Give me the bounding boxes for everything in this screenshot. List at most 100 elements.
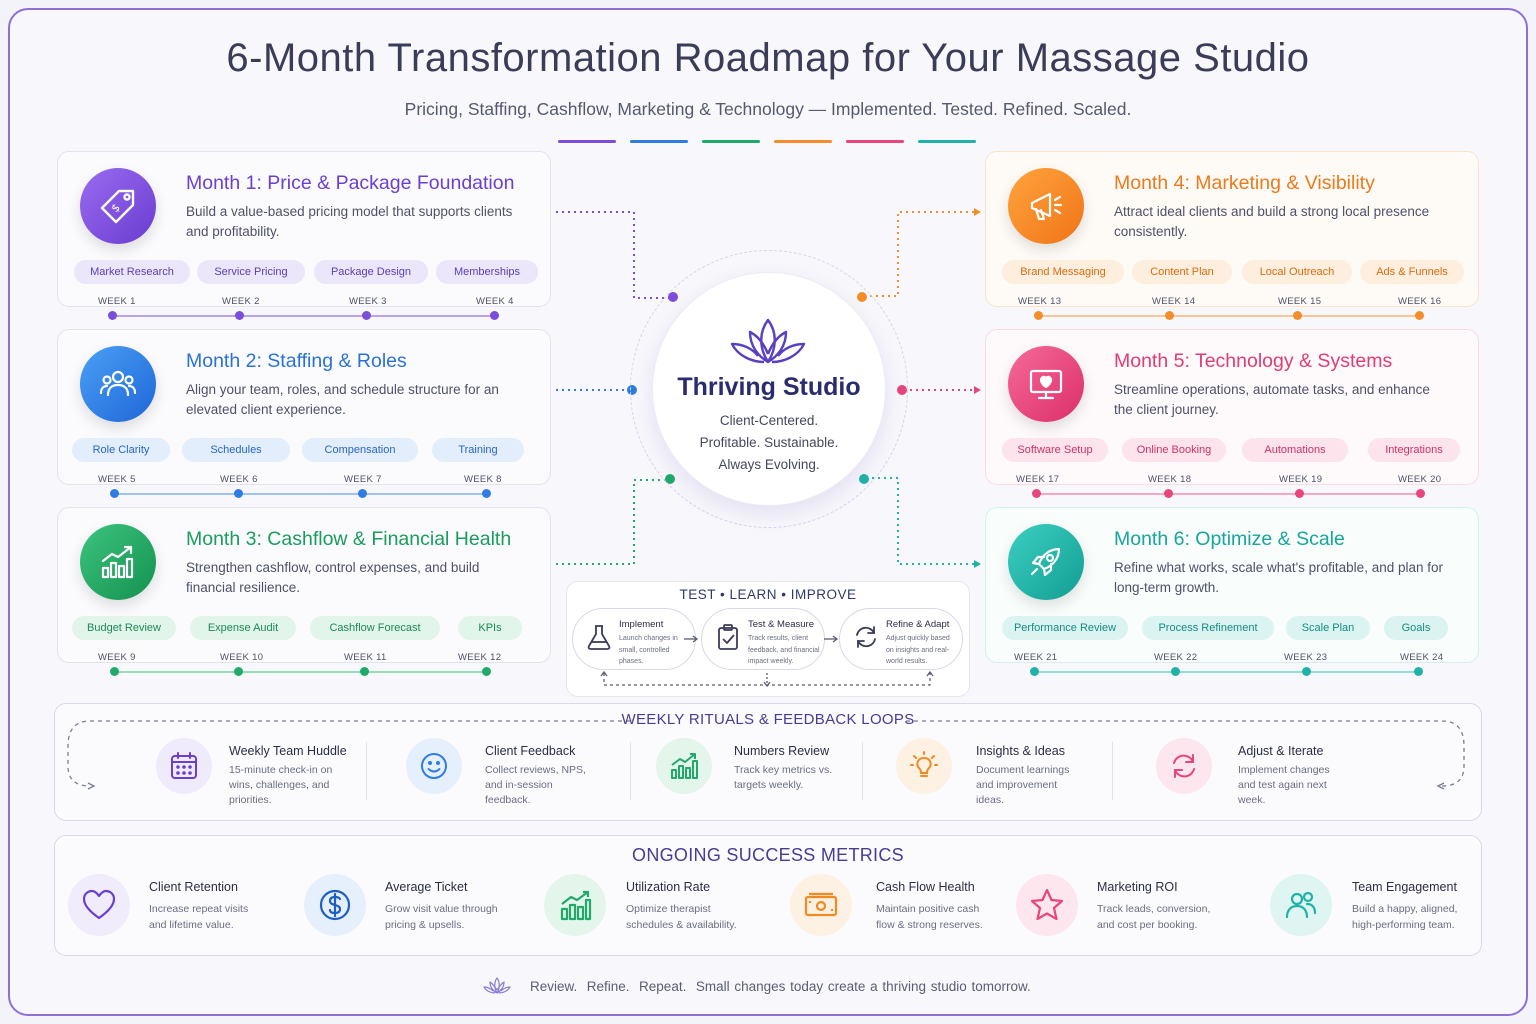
price-tag-icon: $: [80, 168, 156, 244]
timeline-dot: [110, 667, 119, 676]
week-label: WEEK 13: [1018, 296, 1062, 307]
team-icon: [80, 346, 156, 422]
tli-step-title: Implement: [619, 619, 664, 630]
tli-step: Implement Launch changes in small, contr…: [572, 608, 696, 670]
hub-circle: [652, 272, 886, 506]
hub-name: Thriving Studio: [677, 373, 861, 401]
timeline-dot: [234, 667, 243, 676]
ritual-title: Adjust & Iterate: [1238, 744, 1324, 758]
week-label: WEEK 12: [458, 652, 502, 663]
color-dash: [918, 140, 976, 143]
star-icon: [1016, 874, 1078, 936]
week-label: WEEK 18: [1148, 474, 1192, 485]
timeline-dot: [482, 489, 491, 498]
page-subtitle: Pricing, Staffing, Cashflow, Marketing &…: [404, 99, 1132, 119]
tag: Market Research: [74, 260, 190, 284]
timeline-dot: [110, 489, 119, 498]
tag: Budget Review: [72, 616, 176, 640]
bar-chart-icon: [544, 874, 606, 936]
metric-text: Grow visit value through pricing & upsel…: [385, 903, 498, 931]
week-label: WEEK 5: [98, 474, 136, 485]
tag: Process Refinement: [1142, 616, 1274, 640]
month-desc: Strengthen cashflow, control expenses, a…: [186, 560, 480, 595]
week-label: WEEK 4: [476, 296, 514, 307]
cycle-icon: [856, 626, 876, 648]
tli-step-title: Test & Measure: [748, 619, 814, 630]
timeline: [1038, 315, 1420, 317]
metric-title: Marketing ROI: [1097, 880, 1178, 894]
month-desc: Streamline operations, automate tasks, a…: [1114, 382, 1430, 417]
week-label: WEEK 19: [1279, 474, 1323, 485]
lightbulb-icon: [896, 738, 952, 794]
tag: KPIs: [458, 616, 522, 640]
tag: Schedules: [182, 438, 290, 462]
month-desc: Align your team, roles, and schedule str…: [186, 382, 499, 417]
metric-title: Client Retention: [149, 880, 238, 894]
dollar-icon: [304, 874, 366, 936]
ritual-title: Weekly Team Huddle: [229, 744, 347, 758]
week-label: WEEK 8: [464, 474, 502, 485]
heart-icon: [68, 874, 130, 936]
tag: Memberships: [436, 260, 538, 284]
timeline-dot: [1416, 489, 1425, 498]
month-title: Month 1: Price & Package Foundation: [186, 172, 515, 194]
growth-chart-icon: [80, 524, 156, 600]
week-label: WEEK 11: [344, 652, 387, 663]
tag: Automations: [1242, 438, 1348, 462]
tag: Goals: [1384, 616, 1448, 640]
metric-text: Build a happy, aligned, high-performing …: [1352, 903, 1458, 931]
smile-icon: [406, 738, 462, 794]
page-title: 6-Month Transformation Roadmap for Your …: [226, 36, 1310, 80]
tag: Compensation: [302, 438, 418, 462]
tli-arrows: [600, 635, 934, 688]
tag: Service Pricing: [197, 260, 305, 284]
hub-tagline: Client-Centered.: [719, 413, 819, 428]
week-label: WEEK 2: [222, 296, 260, 307]
tli-step-text: Track results, client feedback, and fina…: [748, 635, 820, 665]
timeline-dot: [1295, 489, 1304, 498]
week-label: WEEK 14: [1152, 296, 1196, 307]
lotus-icon: [730, 318, 806, 364]
timeline-dot: [490, 311, 499, 320]
month-card: Month 2: Staffing & Roles Align your tea…: [57, 329, 551, 498]
timeline-dot: [1293, 311, 1302, 320]
timeline-dot: [1030, 667, 1039, 676]
color-dash: [702, 140, 760, 143]
week-label: WEEK 6: [220, 474, 258, 485]
month-desc: Attract ideal clients and build a strong…: [1114, 204, 1430, 239]
tli-step: Refine & Adapt Adjust quickly based on i…: [839, 608, 963, 670]
metric-text: Optimize therapist schedules & availabil…: [626, 903, 737, 931]
ritual-title: Client Feedback: [485, 744, 576, 758]
divider: [862, 742, 863, 800]
color-dashes: [558, 140, 978, 143]
timeline-dot: [362, 311, 371, 320]
month-title: Month 5: Technology & Systems: [1114, 350, 1393, 372]
metric-title: Cash Flow Health: [876, 880, 975, 894]
ritual-text: Collect reviews, NPS, and in-session fee…: [485, 764, 586, 806]
tli-step-text: Adjust quickly based on insights and rea…: [886, 635, 950, 665]
tag: Local Outreach: [1242, 260, 1352, 284]
timeline-dot: [1302, 667, 1311, 676]
week-label: WEEK 22: [1154, 652, 1198, 663]
test-learn-improve-title: TEST • LEARN • IMPROVE: [679, 587, 857, 602]
month-card: $ Month 1: Price & Package Foundation Bu…: [57, 151, 551, 320]
divider: [366, 742, 367, 800]
week-label: WEEK 21: [1014, 652, 1058, 663]
month-card: Month 3: Cashflow & Financial Health Str…: [57, 507, 551, 676]
timeline-dot: [1165, 311, 1174, 320]
tag: Ads & Funnels: [1360, 260, 1464, 284]
timeline-dot: [108, 311, 117, 320]
week-label: WEEK 20: [1398, 474, 1442, 485]
week-label: WEEK 10: [220, 652, 264, 663]
rituals-title: WEEKLY RITUALS & FEEDBACK LOOPS: [621, 711, 915, 728]
month-title: Month 3: Cashflow & Financial Health: [186, 528, 512, 550]
rocket-icon: [1008, 524, 1084, 600]
week-label: WEEK 24: [1400, 652, 1444, 663]
ritual-text: Track key metrics vs. targets weekly.: [734, 764, 833, 791]
timeline: [1036, 671, 1416, 673]
cash-icon: [790, 874, 852, 936]
ritual-text: Document learnings and improvement ideas…: [976, 764, 1070, 806]
checklist-icon: [718, 624, 738, 650]
week-label: WEEK 16: [1398, 296, 1442, 307]
timeline-dot: [482, 667, 491, 676]
